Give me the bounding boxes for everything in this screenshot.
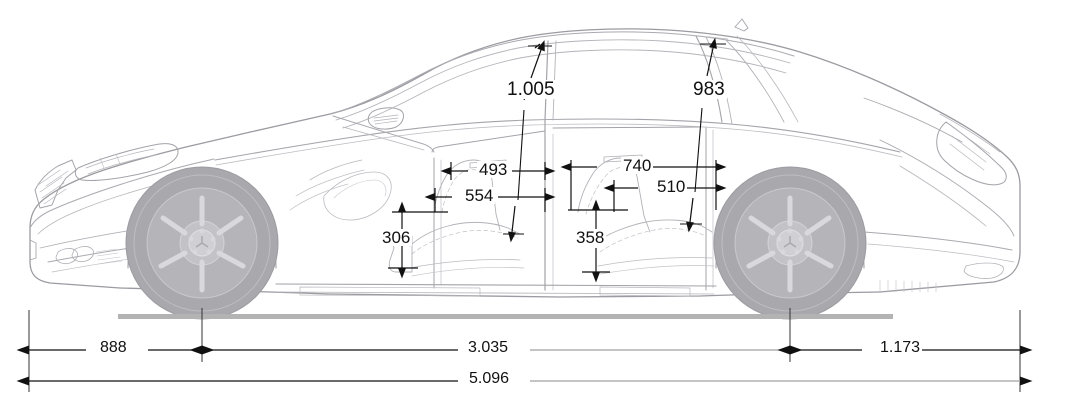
dim-label-1173: 1.173 xyxy=(878,339,923,356)
dim-510 xyxy=(603,180,727,212)
dim-493 xyxy=(440,162,556,180)
vehicle-silhouette xyxy=(29,18,1021,298)
rear-wheel xyxy=(713,166,867,320)
dim-label-306: 306 xyxy=(380,228,413,247)
dim-983 xyxy=(680,37,726,233)
dim-label-510: 510 xyxy=(655,177,688,196)
dim-label-493: 493 xyxy=(477,160,510,179)
front-wheel xyxy=(125,166,279,320)
dim-label-1005: 1.005 xyxy=(505,79,557,100)
dim-label-5096: 5.096 xyxy=(467,370,512,387)
ground-line xyxy=(118,314,893,319)
dim-554 xyxy=(424,188,556,212)
dim-label-554: 554 xyxy=(463,186,496,205)
dim-label-358: 358 xyxy=(574,228,607,247)
dim-label-888: 888 xyxy=(98,339,129,356)
dim-label-3035: 3.035 xyxy=(466,339,511,356)
dim-label-740: 740 xyxy=(621,156,654,175)
dimension-lines xyxy=(16,37,1033,392)
dim-label-983: 983 xyxy=(691,79,727,100)
